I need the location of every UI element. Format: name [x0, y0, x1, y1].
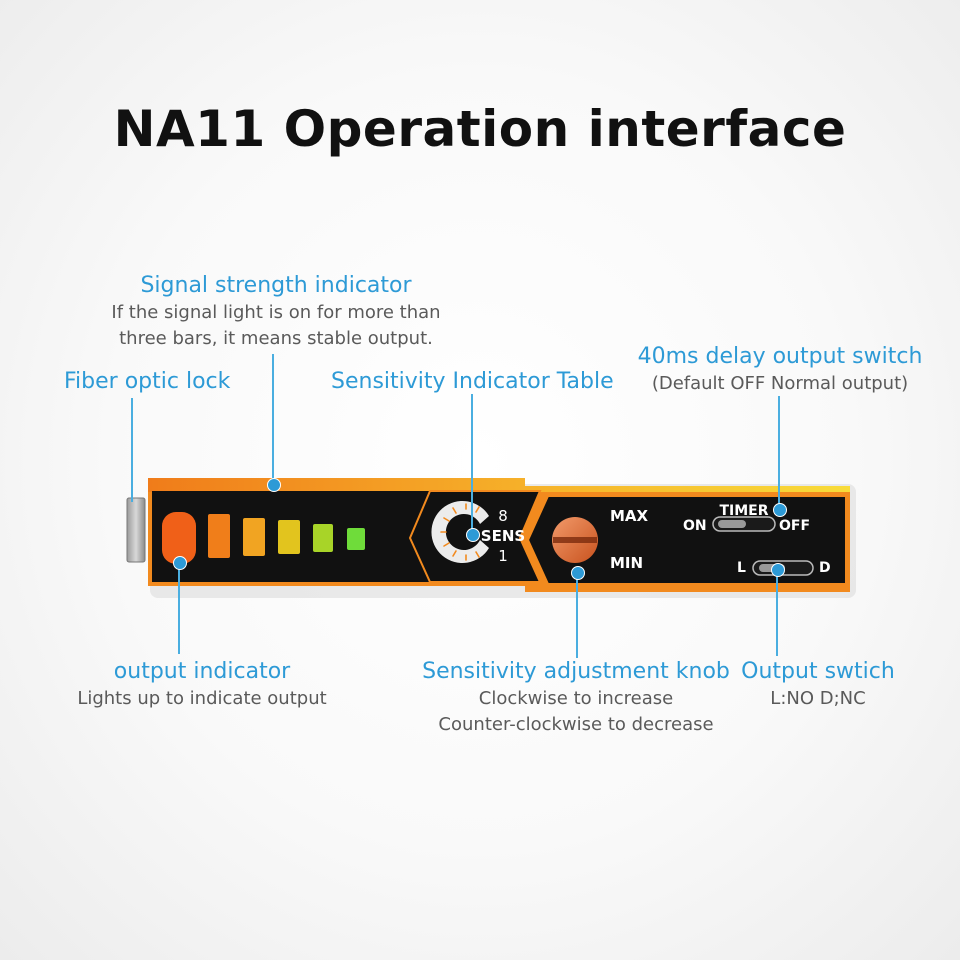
delay-switch-title: 40ms delay output switch	[637, 344, 923, 369]
callout-sensitivity-table: Sensitivity Indicator Table	[331, 368, 614, 396]
sensitivity-indicator-table: 8 SENS 1	[431, 500, 525, 565]
timer-label: TIMER	[719, 503, 768, 519]
signal-bar-4	[313, 524, 333, 552]
output-indicator-desc: Lights up to indicate output	[77, 688, 327, 709]
leader-fiber-lock	[131, 398, 133, 502]
callout-sensitivity-knob: Sensitivity adjustment knob Clockwise to…	[408, 658, 744, 738]
sensitivity-knob-title: Sensitivity adjustment knob	[422, 659, 730, 684]
signal-strength-desc-2: three bars, it means stable output.	[119, 328, 433, 349]
signal-strength-bars	[208, 514, 365, 558]
dot-sensitivity-knob	[571, 566, 585, 580]
callout-fiber-lock: Fiber optic lock	[64, 368, 230, 396]
signal-bar-1	[208, 514, 230, 558]
knob-max-label: MAX	[610, 507, 649, 525]
sensitivity-knob-desc-2: Counter-clockwise to decrease	[438, 714, 714, 735]
switch-l-label: L	[737, 560, 746, 576]
leader-output-switch	[776, 568, 778, 656]
signal-strength-title: Signal strength indicator	[140, 273, 412, 298]
signal-bar-5	[347, 528, 365, 550]
output-indicator-title: output indicator	[113, 659, 291, 684]
dot-sensitivity-table	[466, 528, 480, 542]
knob-min-label: MIN	[610, 554, 643, 572]
sens-label: SENS	[481, 527, 525, 545]
sens-max-label: 8	[498, 507, 508, 525]
fiber-lock-title: Fiber optic lock	[64, 369, 231, 394]
sensitivity-knob-desc-1: Clockwise to increase	[478, 688, 674, 709]
dot-delay-switch	[773, 503, 787, 517]
leader-signal-strength	[272, 354, 274, 484]
output-indicator-led	[162, 512, 196, 564]
signal-strength-desc-1: If the signal light is on for more than	[111, 302, 441, 323]
leader-delay-switch	[778, 396, 780, 508]
sensitivity-knob[interactable]	[552, 517, 598, 563]
dot-output-indicator	[173, 556, 187, 570]
leader-output-indicator	[178, 562, 180, 654]
switch-d-label: D	[819, 560, 831, 576]
leader-sensitivity-table	[471, 394, 473, 534]
callout-output-switch: Output swtich L:NO D;NC	[728, 658, 908, 712]
output-switch-desc: L:NO D;NC	[770, 688, 866, 709]
callout-signal-strength: Signal strength indicator If the signal …	[86, 272, 466, 352]
timer-off-label: OFF	[779, 518, 810, 534]
sens-min-label: 1	[498, 547, 508, 565]
leader-sensitivity-knob	[576, 572, 578, 658]
timer-on-label: ON	[683, 518, 707, 534]
delay-switch-desc: (Default OFF Normal output)	[651, 373, 909, 394]
page-title: NA11 Operation interface	[113, 100, 847, 158]
callout-delay-switch: 40ms delay output switch (Default OFF No…	[620, 343, 940, 397]
dot-output-switch	[771, 563, 785, 577]
output-switch-title: Output swtich	[741, 659, 895, 684]
signal-bar-3	[278, 520, 300, 554]
dot-signal-strength	[267, 478, 281, 492]
signal-bar-2	[243, 518, 265, 556]
timer-switch[interactable]	[712, 516, 776, 532]
fiber-optic-lock[interactable]	[126, 497, 146, 563]
sensitivity-table-title: Sensitivity Indicator Table	[331, 369, 614, 394]
callout-output-indicator: output indicator Lights up to indicate o…	[52, 658, 352, 712]
